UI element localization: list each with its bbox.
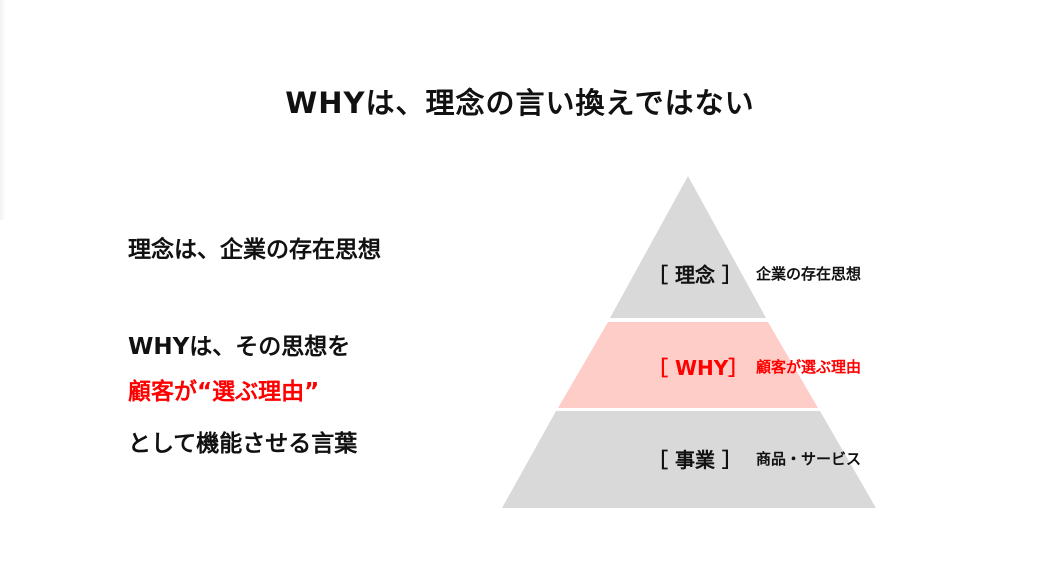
pyramid-desc-philosophy: 企業の存在思想 (756, 265, 862, 283)
pyramid-desc-why: 顧客が選ぶ理由 (756, 358, 862, 376)
pyramid-level-philosophy (610, 176, 766, 318)
slide-edge-shadow (0, 0, 6, 220)
text-philosophy-definition: 理念は、企業の存在思想 (128, 237, 381, 263)
text-customer-reason-highlight: 顧客が“選ぶ理由” (128, 379, 320, 405)
pyramid-tag-philosophy: ［ 理念 ］ (648, 263, 742, 287)
text-function-statement: として機能させる言葉 (128, 431, 358, 457)
text-why-definition: WHYは、その思想を (128, 334, 351, 360)
slide-title: WHYは、理念の言い換えではない (285, 86, 755, 120)
pyramid-level-business (502, 411, 876, 508)
pyramid-tag-business: ［ 事業 ］ (648, 448, 742, 472)
pyramid-tag-why: ［ WHY］ (648, 356, 749, 380)
pyramid-desc-business: 商品・サービス (756, 450, 862, 468)
pyramid-level-why (558, 322, 818, 408)
